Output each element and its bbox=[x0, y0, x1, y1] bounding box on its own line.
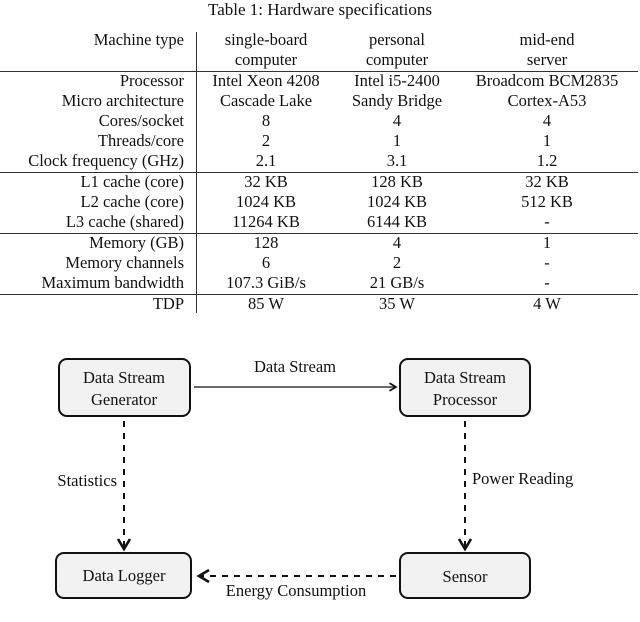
cell-value: 32 KB bbox=[525, 172, 569, 191]
node-data-stream-generator: Data Stream Generator bbox=[58, 358, 191, 417]
cell-value: - bbox=[544, 273, 550, 292]
cell-value: Intel Xeon 4208 bbox=[212, 71, 320, 90]
cell-value: Intel i5-2400 bbox=[354, 71, 440, 90]
cell-value: 85 W bbox=[248, 294, 284, 313]
cell-value: 6 bbox=[261, 253, 271, 272]
node-label: Data Stream bbox=[424, 368, 506, 387]
column-header: computer bbox=[234, 50, 298, 69]
row-label: L1 cache (core) bbox=[80, 172, 184, 191]
node-data-logger: Data Logger bbox=[55, 552, 192, 599]
column-header: server bbox=[526, 50, 568, 69]
edge-statistics: Statistics bbox=[57, 421, 132, 552]
edge-label: Power Reading bbox=[472, 469, 573, 488]
row-label: TDP bbox=[152, 294, 184, 313]
cell-value: - bbox=[544, 212, 550, 231]
cell-value: 6144 KB bbox=[366, 212, 428, 231]
node-sensor: Sensor bbox=[399, 552, 531, 599]
row-label: Memory (GB) bbox=[89, 233, 184, 252]
row-label: Cores/socket bbox=[98, 111, 184, 130]
edge-label: Data Stream bbox=[254, 357, 336, 376]
node-label: Generator bbox=[91, 390, 157, 409]
cell-value: 1024 KB bbox=[366, 192, 428, 211]
row-label: L3 cache (shared) bbox=[65, 212, 184, 231]
cell-value: 32 KB bbox=[244, 172, 288, 191]
cell-value: 1 bbox=[542, 233, 552, 252]
header-label: Machine type bbox=[93, 30, 184, 49]
cell-value: 4 bbox=[392, 233, 402, 252]
column-header: computer bbox=[365, 50, 429, 69]
cell-value: 4 bbox=[392, 111, 402, 130]
node-label: Data Logger bbox=[83, 566, 166, 585]
cell-value: 3.1 bbox=[386, 151, 408, 170]
group-rule bbox=[0, 172, 638, 173]
cell-value: 4 W bbox=[533, 294, 561, 313]
group-rule bbox=[0, 233, 638, 234]
cell-value: 4 bbox=[542, 111, 552, 130]
cell-value: 11264 KB bbox=[232, 212, 300, 231]
row-label: Micro architecture bbox=[61, 91, 184, 110]
row-label: Memory channels bbox=[65, 253, 184, 272]
column-header: single-board bbox=[224, 30, 308, 49]
group-rule bbox=[0, 71, 638, 72]
row-label: Clock frequency (GHz) bbox=[28, 151, 184, 170]
cell-value: 8 bbox=[261, 111, 271, 130]
cell-value: 1 bbox=[392, 131, 402, 150]
cell-value: 107.3 GiB/s bbox=[226, 273, 306, 292]
cell-value: 35 W bbox=[379, 294, 415, 313]
cell-value: Cascade Lake bbox=[219, 91, 313, 110]
node-label: Data Stream bbox=[83, 368, 165, 387]
row-label: Maximum bandwidth bbox=[41, 273, 184, 292]
table-caption: Table 1: Hardware specifications bbox=[208, 0, 432, 19]
cell-value: Broadcom BCM2835 bbox=[475, 71, 619, 90]
column-header: personal bbox=[369, 30, 425, 49]
node-data-stream-processor: Data Stream Processor bbox=[399, 358, 531, 417]
row-label: L2 cache (core) bbox=[80, 192, 184, 211]
cell-value: Cortex-A53 bbox=[507, 91, 587, 110]
edge-label: Statistics bbox=[57, 471, 117, 490]
edge-data-stream: Data Stream bbox=[194, 357, 398, 392]
node-label: Sensor bbox=[443, 567, 488, 586]
cell-value: 128 bbox=[253, 233, 279, 252]
node-label: Processor bbox=[433, 390, 498, 409]
cell-value: - bbox=[544, 253, 550, 272]
cell-value: 1 bbox=[542, 131, 552, 150]
cell-value: 21 GB/s bbox=[369, 273, 425, 292]
edge-label: Energy Consumption bbox=[226, 581, 366, 600]
cell-value: 2.1 bbox=[255, 151, 277, 170]
edge-power-reading: Power Reading bbox=[457, 421, 573, 552]
cell-value: 512 KB bbox=[521, 192, 573, 211]
group-rule bbox=[0, 294, 638, 295]
cell-value: 128 KB bbox=[371, 172, 423, 191]
row-label: Processor bbox=[119, 71, 184, 90]
column-header: mid-end bbox=[519, 30, 575, 49]
cell-value: 2 bbox=[261, 131, 271, 150]
cell-value: 1024 KB bbox=[235, 192, 297, 211]
row-label: Threads/core bbox=[97, 131, 184, 150]
cell-value: 2 bbox=[392, 253, 402, 272]
edge-energy-consumption: Energy Consumption bbox=[196, 568, 396, 600]
cell-value: 1.2 bbox=[536, 151, 558, 170]
cell-value: Sandy Bridge bbox=[351, 91, 443, 110]
